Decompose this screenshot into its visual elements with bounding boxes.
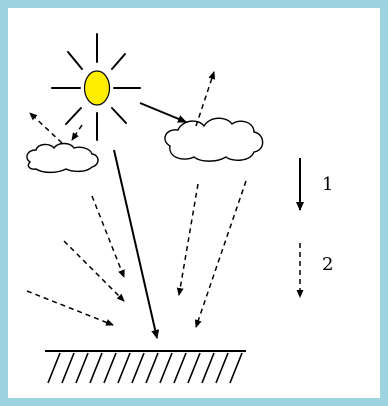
- reflected-ray-right-cloud-up: [196, 72, 214, 126]
- ground-hatch-icon: [45, 351, 246, 383]
- legend-label-2: 2: [322, 254, 333, 275]
- sun-icon: [52, 34, 140, 140]
- cloud-left-icon: [27, 144, 98, 173]
- reflected-ray-left-cloud-up: [30, 113, 62, 143]
- legend-label-1: 1: [322, 174, 333, 195]
- cloud-right-icon: [165, 118, 263, 161]
- direct-ray-to-ground: [114, 150, 157, 338]
- diffuse-ray-sun-down-left: [72, 125, 82, 140]
- diffuse-ray-5: [196, 181, 246, 327]
- diffuse-ray-3: [27, 291, 113, 325]
- diffuse-ray-1: [92, 196, 124, 277]
- legend: 1 2: [300, 158, 333, 297]
- diffuse-ray-2: [64, 241, 124, 301]
- direct-ray-to-cloud: [140, 103, 186, 122]
- diffuse-ray-4: [179, 184, 198, 295]
